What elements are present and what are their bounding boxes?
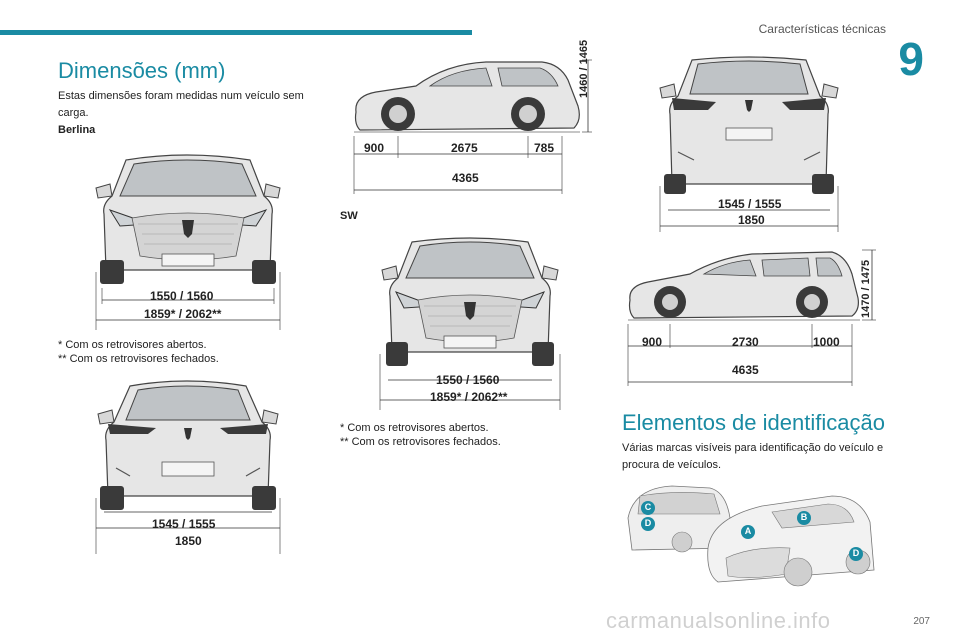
identification-intro: Várias marcas visíveis para identificaçã… bbox=[622, 442, 884, 471]
marker-a-label: A bbox=[744, 526, 752, 536]
sw-label: SW bbox=[340, 210, 358, 222]
sw-front-width: 1859* / 2062** bbox=[430, 390, 508, 404]
chapter-number: 9 bbox=[898, 33, 924, 85]
chapter-title: Características técnicas bbox=[758, 22, 886, 36]
sw-front-track: 1550 / 1560 bbox=[436, 373, 500, 387]
marker-c-icon bbox=[641, 501, 655, 515]
chapter-accent-bar bbox=[0, 30, 472, 35]
car-rear-icon bbox=[659, 56, 839, 194]
berlina-label: Berlina bbox=[58, 124, 96, 136]
berlina-rear-track: 1545 / 1555 bbox=[152, 517, 216, 531]
sw-footnote-closed: ** Com os retrovisores fechados. bbox=[340, 436, 501, 448]
sw-rear-figure bbox=[659, 56, 839, 232]
marker-b-label: B bbox=[800, 512, 808, 522]
sw-side-figure bbox=[627, 249, 876, 386]
marker-d-label: D bbox=[644, 518, 652, 528]
car-rear-icon bbox=[97, 380, 279, 510]
footnote-open: * Com os retrovisores abertos. bbox=[58, 339, 207, 351]
car-front-3quarter-icon bbox=[707, 495, 875, 587]
berlina-rear-width: 1850 bbox=[175, 534, 202, 548]
identification-title: Elementos de identificação bbox=[622, 410, 885, 435]
car-side-icon bbox=[354, 61, 580, 131]
sw-rear-overhang: 1000 bbox=[813, 335, 840, 349]
car-front-icon bbox=[95, 154, 281, 284]
identification-figure bbox=[627, 485, 875, 587]
sw-rear-width: 1850 bbox=[738, 213, 765, 227]
marker-d2-label: D bbox=[852, 548, 860, 558]
berlina-height: 1460 / 1465 bbox=[578, 39, 590, 98]
sw-front-figure bbox=[379, 237, 561, 410]
page-number: 207 bbox=[913, 616, 930, 627]
sw-rear-track: 1545 / 1555 bbox=[718, 197, 782, 211]
sw-wheelbase: 2730 bbox=[732, 335, 759, 349]
berlina-front-overhang: 900 bbox=[364, 141, 385, 155]
car-front-icon bbox=[381, 237, 559, 366]
marker-b-icon bbox=[797, 511, 811, 525]
footnote-closed: ** Com os retrovisores fechados. bbox=[58, 353, 219, 365]
watermark: carmanualsonline.info bbox=[606, 608, 831, 633]
sw-front-overhang: 900 bbox=[642, 335, 663, 349]
marker-a-icon bbox=[741, 525, 755, 539]
berlina-rear-overhang: 785 bbox=[534, 141, 555, 155]
marker-d2-icon bbox=[849, 547, 863, 561]
car-rear-3quarter-icon bbox=[627, 485, 733, 553]
sw-footnote-open: * Com os retrovisores abertos. bbox=[340, 422, 489, 434]
sw-height: 1470 / 1475 bbox=[860, 259, 872, 318]
marker-d-icon bbox=[641, 517, 655, 531]
berlina-front-figure bbox=[95, 154, 281, 330]
berlina-side-figure bbox=[353, 59, 592, 194]
berlina-wheelbase: 2675 bbox=[451, 141, 478, 155]
berlina-front-track: 1550 / 1560 bbox=[150, 289, 214, 303]
sw-length: 4635 bbox=[732, 363, 759, 377]
marker-c-label: C bbox=[644, 502, 652, 512]
berlina-length: 4365 bbox=[452, 171, 479, 185]
dimensions-intro: Estas dimensões foram medidas num veícul… bbox=[58, 90, 304, 119]
car-side-icon bbox=[628, 251, 859, 319]
berlina-rear-figure bbox=[95, 380, 281, 554]
dimensions-title: Dimensões (mm) bbox=[58, 58, 226, 83]
berlina-front-width: 1859* / 2062** bbox=[144, 307, 222, 321]
